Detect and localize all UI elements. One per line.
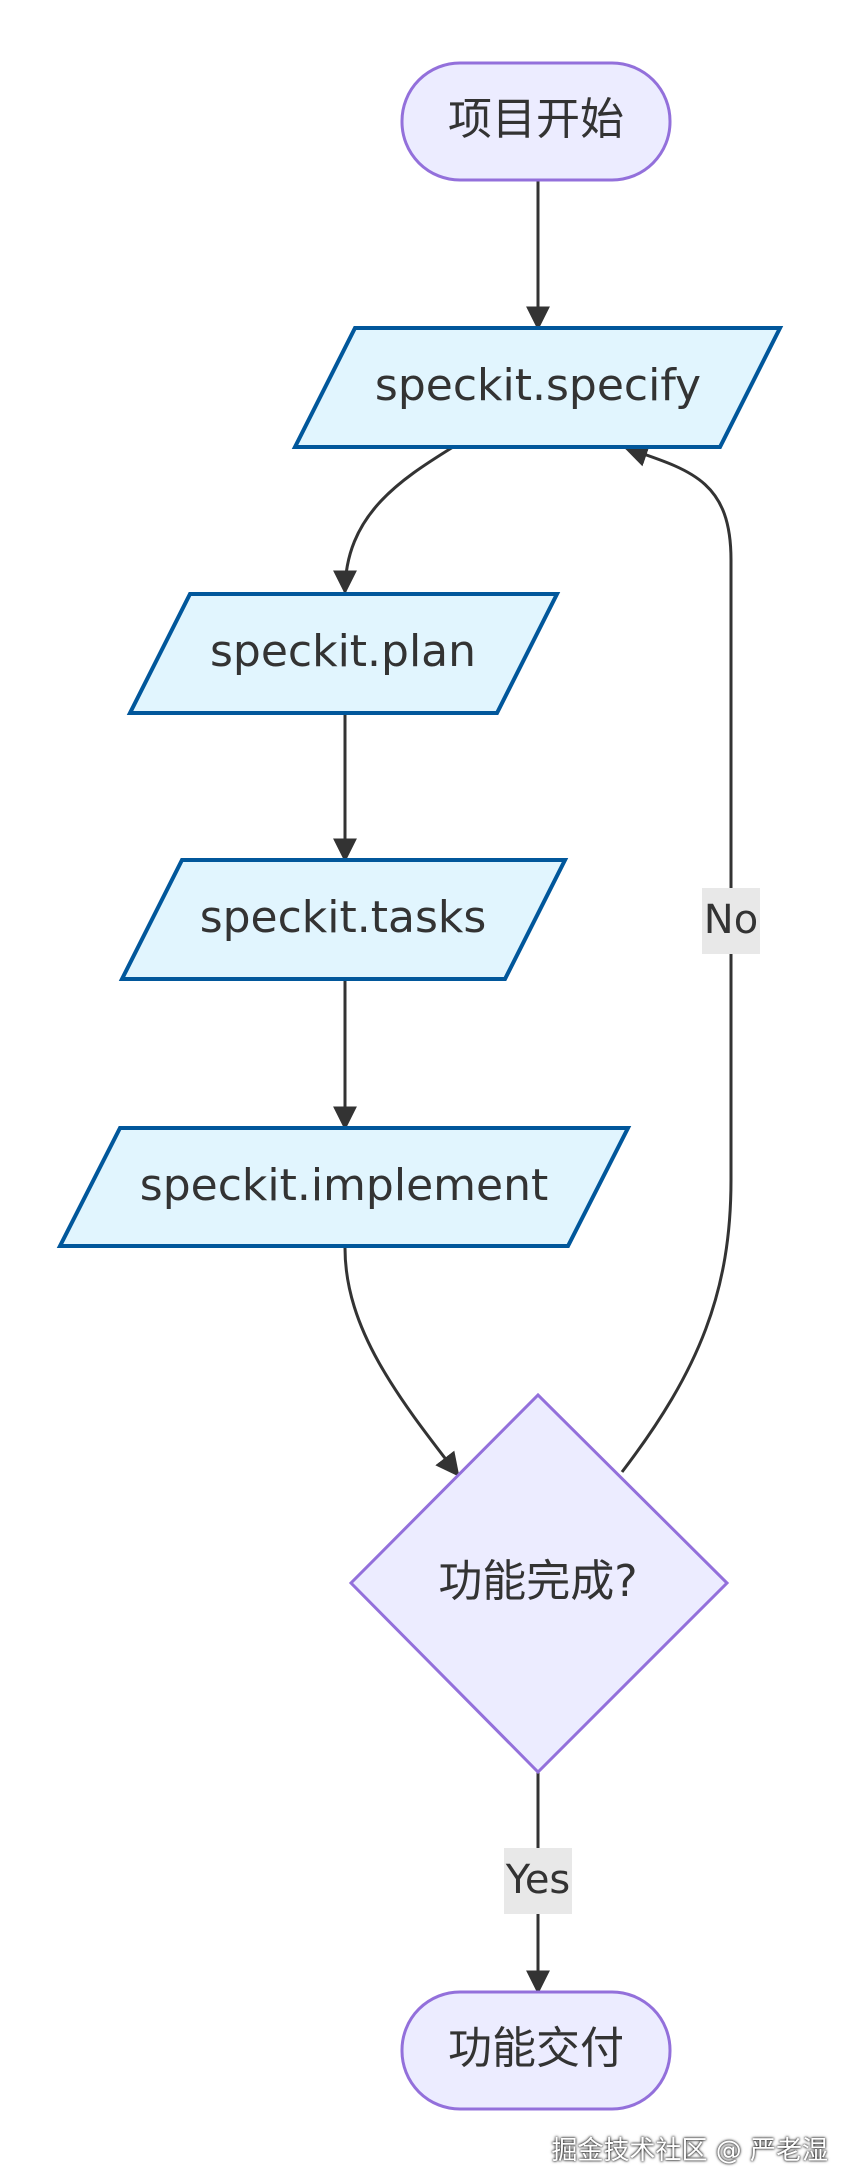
- node-implement-label: speckit.implement: [140, 1160, 548, 1211]
- edge-label-no: No: [702, 888, 760, 954]
- node-decision: 功能完成?: [348, 1392, 730, 1775]
- node-decision-label: 功能完成?: [438, 1556, 637, 1607]
- node-tasks-label: speckit.tasks: [200, 892, 487, 943]
- node-start-label: 项目开始: [448, 94, 624, 145]
- node-start: 项目开始: [400, 61, 672, 182]
- edge-implement-to-decision: [343, 1247, 460, 1477]
- node-tasks: speckit.tasks: [118, 858, 569, 981]
- edge-label-yes: Yes: [504, 1848, 572, 1914]
- watermark: 掘金技术社区 @ 严老湿: [551, 2136, 828, 2166]
- node-deliver: 功能交付: [400, 1990, 672, 2111]
- node-deliver-label: 功能交付: [448, 2023, 624, 2074]
- edge-decision-to-specify: [620, 443, 733, 1473]
- node-plan: speckit.plan: [126, 592, 561, 715]
- node-specify: speckit.specify: [291, 326, 784, 449]
- edge-specify-to-plan: [333, 445, 454, 595]
- edge-label-no-text: No: [704, 897, 758, 943]
- node-plan-label: speckit.plan: [210, 626, 476, 677]
- edge-label-yes-text: Yes: [505, 1857, 571, 1903]
- node-implement: speckit.implement: [56, 1126, 632, 1248]
- node-specify-label: speckit.specify: [375, 360, 701, 411]
